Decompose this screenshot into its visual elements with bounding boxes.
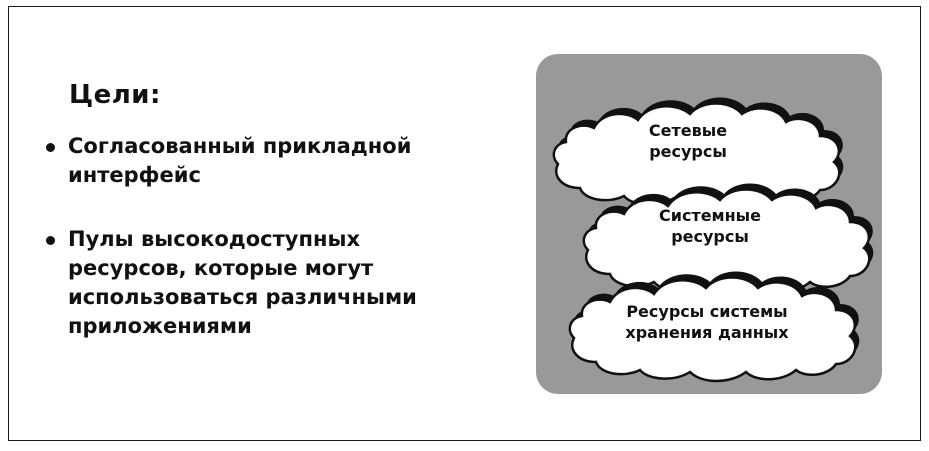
resource-clouds-diagram: Сетевые ресурсы Системные ресурсы Ресурс…	[536, 54, 882, 394]
cloud-storage-label: Ресурсы системы хранения данных	[592, 301, 822, 343]
cloud-label-line: Системные	[658, 206, 761, 225]
cloud-system-label: Системные ресурсы	[612, 205, 808, 247]
cloud-label-line: Ресурсы системы	[626, 302, 788, 321]
bullet-dot-icon	[46, 143, 55, 152]
goals-list: Согласованный прикладной интерфейс Пулы …	[44, 132, 484, 376]
bullet-dot-icon	[46, 236, 55, 245]
goal-bullet-item: Пулы высокодоступных ресурсов, которые м…	[44, 225, 484, 341]
cloud-label-line: ресурсы	[671, 227, 749, 246]
cloud-network-label: Сетевые ресурсы	[590, 120, 786, 162]
goal-bullet-text: Согласованный прикладной интерфейс	[68, 134, 412, 187]
slide-heading: Цели:	[69, 80, 161, 110]
cloud-label-line: хранения данных	[625, 323, 789, 342]
goal-bullet-item: Согласованный прикладной интерфейс	[44, 132, 484, 190]
cloud-label-line: ресурсы	[649, 142, 727, 161]
goal-bullet-text: Пулы высокодоступных ресурсов, которые м…	[68, 227, 417, 338]
cloud-label-line: Сетевые	[648, 121, 728, 140]
